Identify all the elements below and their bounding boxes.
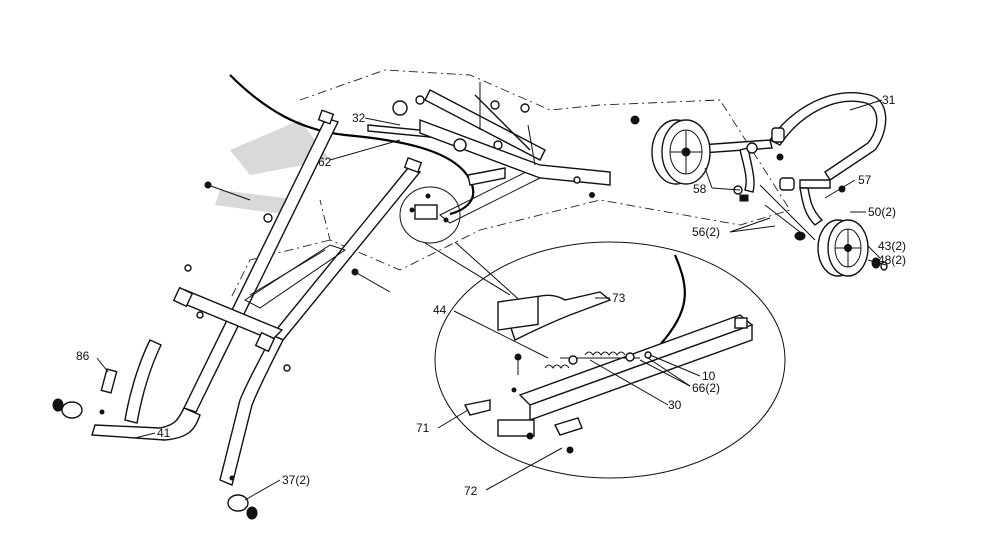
callout-50: 50(2) [868,205,896,219]
detail-link-line-a [454,241,526,306]
wheel-50-front [817,219,869,277]
upper-linkage [367,82,611,186]
callout-37: 37(2) [282,473,310,487]
assembly-outline-left [229,239,331,301]
callout-44: 44 [433,303,447,317]
wheel-50-rear [651,119,711,185]
callout-56: 56(2) [692,225,720,239]
callout-10: 10 [702,369,716,383]
callout-66: 66(2) [692,381,720,395]
callout-43: 43(2) [878,239,906,253]
callout-71: 71 [416,421,430,435]
callout-57: 57 [858,173,872,187]
end-cap-37 [52,398,258,520]
callout-62: 62 [318,155,332,169]
detail-link-line-b [424,242,511,296]
detail-cable-bracket [463,254,754,454]
callout-41: 41 [157,426,171,440]
shade-plane-lower [215,190,300,215]
detail-ellipse [434,241,786,479]
callout-86: 86 [76,349,90,363]
handle-frame-41 [91,109,423,486]
label-strip-86 [100,368,118,394]
callout-31: 31 [882,93,896,107]
callout-48: 48(2) [878,253,906,267]
wheel-frame-31 [699,92,887,226]
callout-72: 72 [464,484,478,498]
axle-bolts-56 [630,115,888,271]
cable-62 [229,74,475,216]
callout-labels: 31 32 62 58 57 50(2) 56(2) 43(2) 48(2) 7… [76,93,906,498]
callout-32: 32 [352,111,366,125]
detail-reference-parts [409,193,449,223]
frame-bracket [467,167,595,198]
leader-lines [96,99,887,501]
assembly-outline [299,69,791,271]
callout-58: 58 [693,182,707,196]
detail-reference-circle [399,186,461,244]
handle-bolts [99,181,391,481]
callout-73: 73 [612,291,626,305]
callout-30: 30 [668,398,682,412]
